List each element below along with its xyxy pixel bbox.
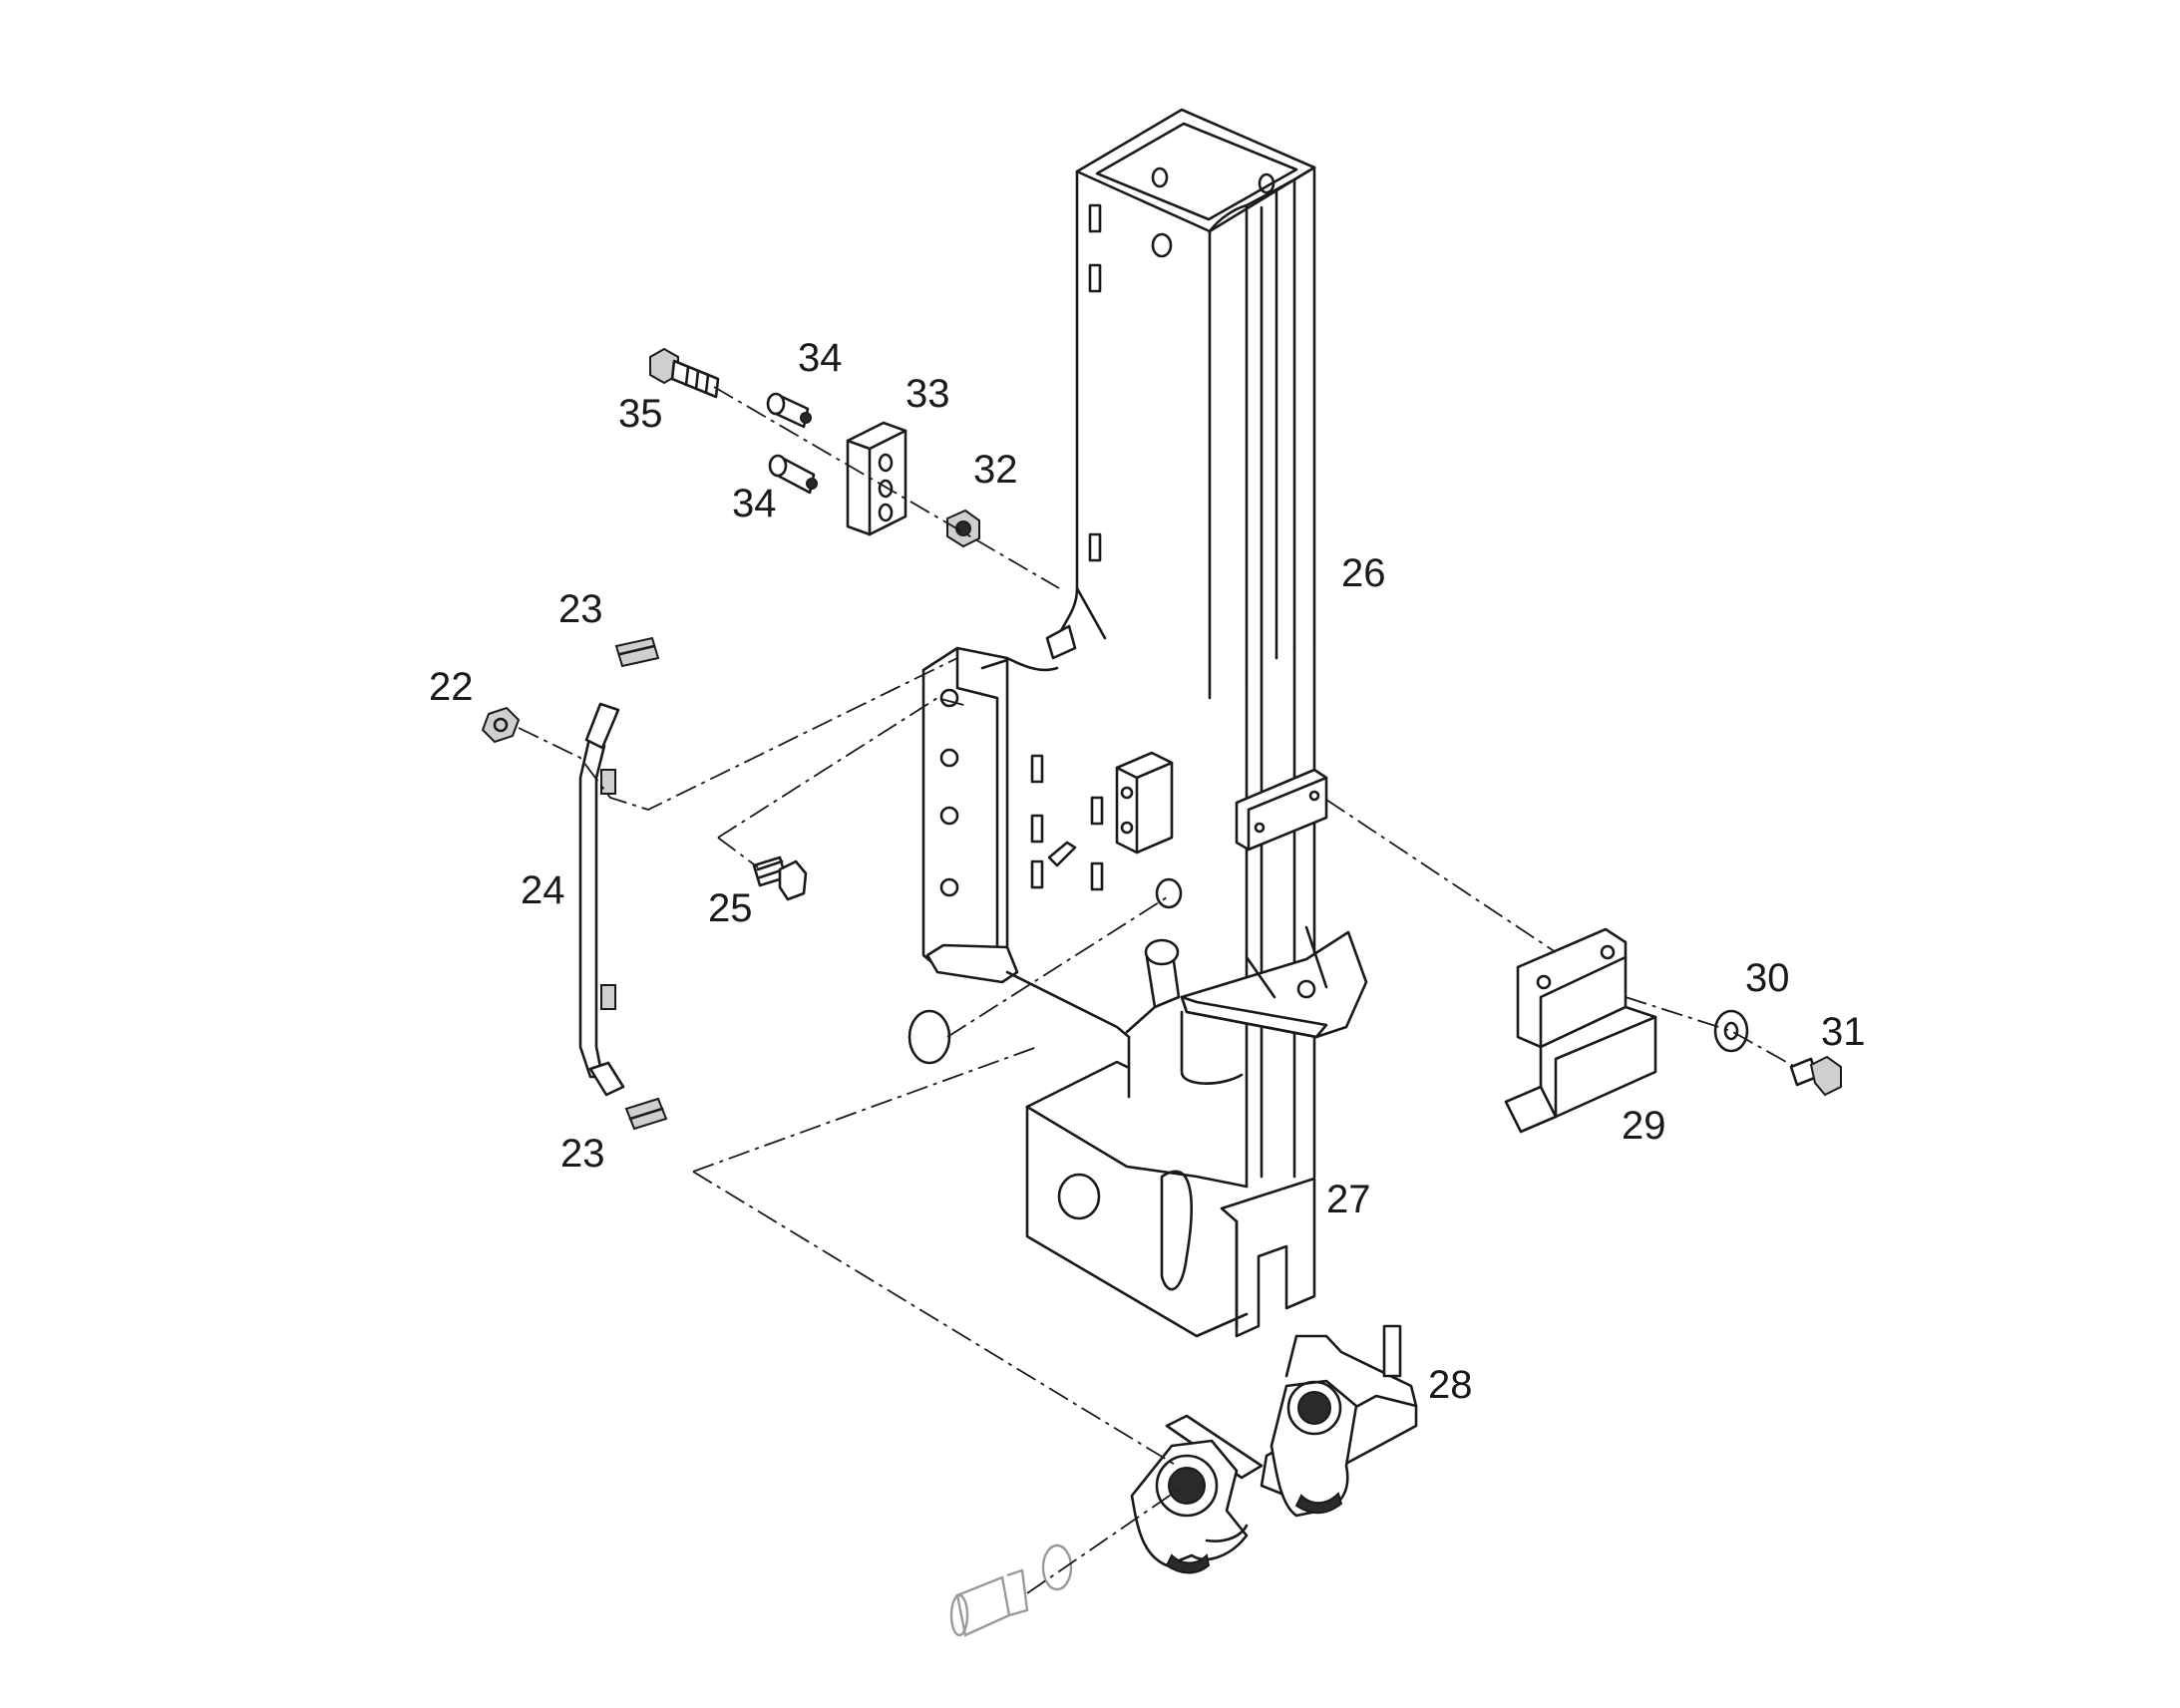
part-24-rod bbox=[578, 702, 625, 1097]
callout-33: 33 bbox=[906, 372, 950, 416]
part-34-pin-bottom bbox=[768, 454, 818, 495]
callout-22: 22 bbox=[429, 665, 474, 709]
callout-24: 24 bbox=[521, 868, 565, 912]
callout-30: 30 bbox=[1745, 956, 1790, 1000]
part-35-bolt bbox=[649, 347, 720, 399]
callout-23-top: 23 bbox=[558, 587, 603, 631]
callout-35: 35 bbox=[618, 392, 663, 436]
part-29-bracket bbox=[1504, 927, 1657, 1134]
callout-27: 27 bbox=[1326, 1178, 1371, 1221]
callout-31: 31 bbox=[1821, 1010, 1866, 1054]
callout-32: 32 bbox=[973, 448, 1018, 492]
part-23-clip-bottom bbox=[624, 1097, 668, 1131]
part-25-bolt bbox=[752, 855, 808, 901]
part-23-clip-top bbox=[614, 636, 660, 668]
part-33-block bbox=[846, 421, 908, 536]
part-31-bolt bbox=[1789, 1055, 1842, 1097]
part-32-nut bbox=[946, 509, 980, 548]
leader-lines bbox=[518, 386, 1796, 1594]
part-34-pin-top bbox=[766, 392, 812, 429]
callout-34-top: 34 bbox=[798, 336, 843, 380]
mast-side-channel bbox=[921, 646, 1131, 1099]
callout-28: 28 bbox=[1428, 1363, 1473, 1407]
part-30-washer bbox=[1713, 1009, 1749, 1053]
retaining-ring bbox=[908, 1009, 951, 1065]
callout-25: 25 bbox=[708, 886, 753, 930]
mast-bracket bbox=[1125, 925, 1368, 1085]
callout-23-bottom: 23 bbox=[560, 1132, 605, 1176]
part-22-nut bbox=[481, 706, 521, 744]
part-28-hook-assembly bbox=[949, 1324, 1418, 1637]
callout-26: 26 bbox=[1341, 551, 1386, 595]
callout-29: 29 bbox=[1622, 1104, 1666, 1148]
callout-34-bottom: 34 bbox=[732, 482, 777, 525]
callout-labels: 35 34 33 34 32 26 23 22 24 25 23 30 31 2… bbox=[429, 336, 1866, 1407]
part-27-lower-frame bbox=[1025, 1060, 1316, 1338]
part-26-mast bbox=[1030, 108, 1328, 1189]
